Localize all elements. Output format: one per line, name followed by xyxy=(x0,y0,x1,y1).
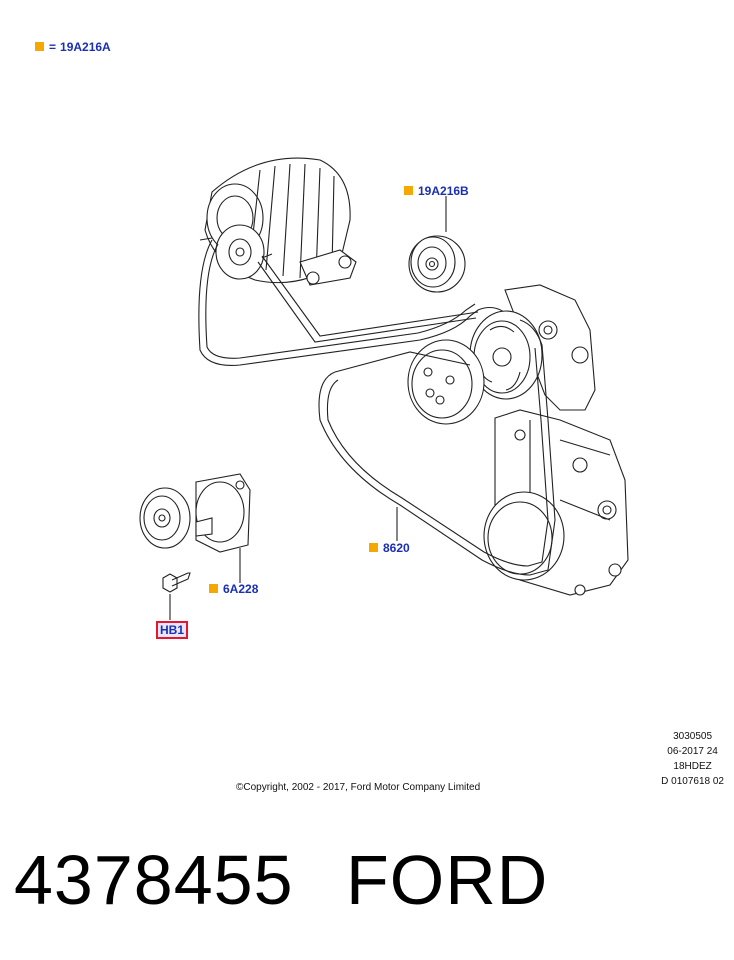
upper-belt-drawing xyxy=(199,240,520,365)
label-marker xyxy=(404,186,413,195)
label-marker xyxy=(369,543,378,552)
legend-marker xyxy=(35,42,44,51)
alternator-drawing xyxy=(200,158,356,285)
drawing-code-line: 06-2017 24 xyxy=(667,746,718,757)
drawing-code-line: 18HDEZ xyxy=(673,761,712,772)
label-belt: 8620 xyxy=(369,541,410,555)
tensioner-drawing xyxy=(140,474,250,583)
drawing-code-line: 3030505 xyxy=(673,731,713,742)
bolt-drawing xyxy=(163,573,190,620)
idler-pulley-drawing xyxy=(409,236,465,292)
legend-code: 19A216A xyxy=(60,40,111,54)
label-idler-pulley: 19A216B xyxy=(404,184,469,198)
legend: =19A216A xyxy=(35,40,111,54)
brand-name: FORD xyxy=(346,841,549,919)
label-tensioner: 6A228 xyxy=(209,582,258,596)
label-bolt-highlighted[interactable]: HB1 xyxy=(156,621,189,639)
label-tensioner-text: 6A228 xyxy=(223,582,259,596)
part-number: 4378455 xyxy=(14,841,294,919)
label-idler-pulley-text: 19A216B xyxy=(418,184,469,198)
copyright-text: ©Copyright, 2002 - 2017, Ford Motor Comp… xyxy=(236,782,481,793)
label-marker xyxy=(209,584,218,593)
lower-belt-drawing xyxy=(319,320,555,575)
drawing-code-line: D 0107618 02 xyxy=(661,776,724,787)
legend-equals: = xyxy=(49,40,57,54)
label-belt-text: 8620 xyxy=(383,541,410,555)
drawing-codes: 3030505 06-2017 24 18HDEZ D 0107618 02 xyxy=(661,729,724,789)
crank-pulley-drawing xyxy=(408,340,484,424)
